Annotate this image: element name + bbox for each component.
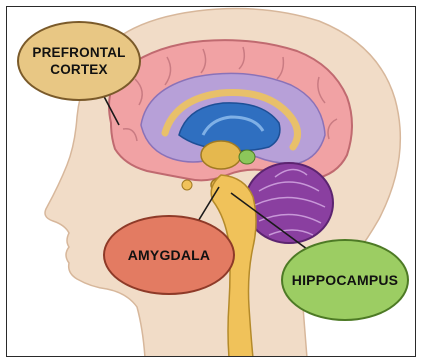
- thalamus: [201, 141, 241, 169]
- amygdala-bubble: AMYGDALA: [103, 215, 235, 295]
- hippocampus-label: HIPPOCAMPUS: [292, 272, 398, 288]
- hippocampus-bubble: HIPPOCAMPUS: [281, 239, 409, 321]
- prefrontal-cortex-bubble: PREFRONTAL CORTEX: [17, 21, 141, 101]
- diagram-frame: PREFRONTAL CORTEX AMYGDALA HIPPOCAMPUS: [6, 6, 416, 357]
- amygdala-label: AMYGDALA: [128, 247, 210, 263]
- prefrontal-cortex-label: PREFRONTAL CORTEX: [32, 44, 125, 78]
